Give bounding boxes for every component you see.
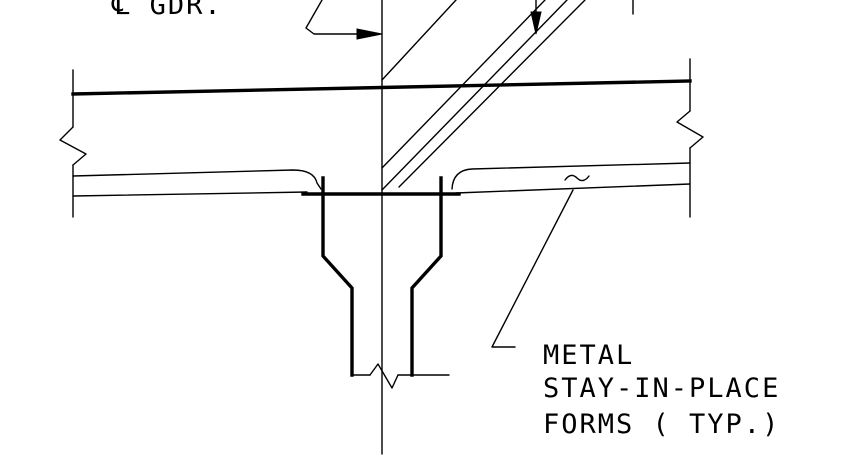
deck-top-surface	[71, 79, 692, 96]
centerline-leader-line	[305, 0, 358, 35]
girder-left-stirrup	[321, 176, 354, 377]
right-form-lower-line	[455, 183, 691, 194]
forms-label-line-1: METAL	[543, 340, 634, 371]
girder-bottom-break-symbol	[369, 363, 399, 389]
left-form-lower-line	[72, 191, 308, 197]
girder-right-stirrup	[410, 176, 443, 377]
centerline-leader-arrowhead	[356, 28, 383, 40]
diagonal-line-4	[398, 0, 586, 188]
left-form-upper-line	[72, 169, 322, 190]
slab-left-break-symbol	[59, 126, 87, 166]
girder-centerline-label: ℄ GDR.	[111, 0, 223, 21]
diagonal-line-2	[381, 0, 546, 169]
slab-right-break-symbol	[676, 110, 704, 149]
forms-label-line-2: STAY-IN-PLACE	[543, 373, 780, 404]
forms-label-line-3: FORMS ( TYP.)	[543, 409, 780, 440]
forms-leader-line	[491, 189, 574, 348]
right-form-upper-line	[451, 162, 691, 190]
diagonal-line-3	[381, 0, 568, 191]
forms-tilde-symbol	[564, 174, 590, 182]
dimension-arrowhead	[530, 11, 542, 35]
diagonal-line-1	[381, 0, 457, 81]
